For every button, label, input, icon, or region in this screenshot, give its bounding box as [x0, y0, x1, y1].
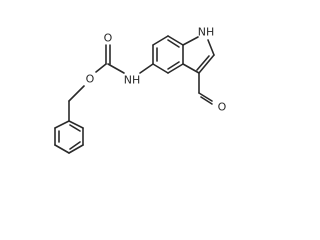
bond [68, 144, 84, 154]
bond [95, 63, 107, 73]
bond [54, 120, 70, 129]
bond [200, 96, 213, 105]
bond [167, 61, 180, 70]
bond [182, 63, 200, 74]
bond [69, 124, 81, 132]
bond [198, 54, 215, 74]
bond [68, 85, 85, 102]
ester-oxygen-label: O [86, 73, 95, 86]
bond [107, 63, 125, 74]
bond [167, 39, 180, 48]
indole-pyrrole-ring [182, 36, 215, 74]
bond [196, 55, 210, 71]
benzene-ring [54, 120, 84, 154]
bond [152, 63, 169, 74]
structure-diagram: O O NH NH O [54, 26, 227, 154]
indole-nitrogen-label: NH [198, 26, 215, 39]
aldehyde-oxygen-label: O [218, 101, 227, 114]
bond [68, 120, 84, 129]
bond [198, 92, 213, 102]
bond [167, 63, 184, 74]
bond [139, 63, 154, 74]
carbonyl-oxygen-label: O [104, 32, 113, 45]
bond [54, 144, 70, 154]
indole-benzene-ring [152, 35, 184, 74]
bond [69, 141, 81, 150]
bond [207, 39, 215, 56]
bond [167, 35, 184, 46]
bond [182, 36, 199, 46]
amide-nitrogen-label: NH [124, 74, 141, 87]
bond [152, 35, 169, 46]
